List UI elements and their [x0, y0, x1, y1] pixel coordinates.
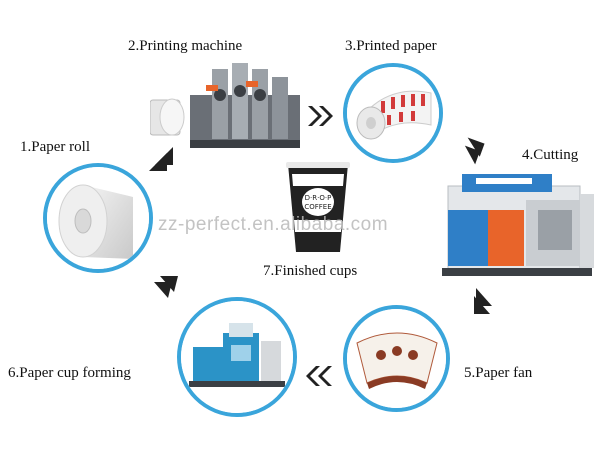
cup-brand-bottom: COFFEE	[304, 203, 331, 211]
paper-roll-image	[47, 167, 149, 269]
watermark: zz-perfect.en.alibaba.com	[158, 214, 389, 235]
printing-machine-image	[150, 63, 300, 148]
cup-forming-circle	[177, 297, 297, 417]
label-paper-fan: 5.Paper fan	[464, 365, 533, 381]
label-paper-roll: 1.Paper roll	[20, 139, 90, 155]
arrow-printed-to-cutting	[464, 137, 485, 165]
paper-fan-circle	[343, 305, 450, 412]
arrow-roll-to-printing	[149, 147, 173, 171]
paper-roll-circle	[43, 163, 153, 273]
paper-fan-image	[347, 309, 446, 408]
printed-paper-image	[347, 67, 439, 159]
finished-cup-image: D·R·O·P COFFEE	[286, 162, 350, 252]
label-printing-machine: 2.Printing machine	[128, 38, 243, 54]
cutting-machine-image	[442, 174, 594, 276]
cup-forming-image	[181, 301, 293, 413]
label-cutting: 4.Cutting	[522, 147, 579, 163]
printed-paper-circle	[343, 63, 443, 163]
label-finished-cups: 7.Finished cups	[263, 263, 358, 279]
arrow-cutting-to-fan	[474, 288, 492, 314]
arrow-printing-to-printed	[308, 106, 333, 126]
arrow-forming-to-roll	[154, 276, 178, 298]
label-paper-cup-forming: 6.Paper cup forming	[8, 365, 131, 381]
cup-brand-top: D·R·O·P	[305, 194, 332, 202]
arrow-fan-to-forming	[306, 366, 332, 386]
label-printed-paper: 3.Printed paper	[345, 38, 437, 54]
